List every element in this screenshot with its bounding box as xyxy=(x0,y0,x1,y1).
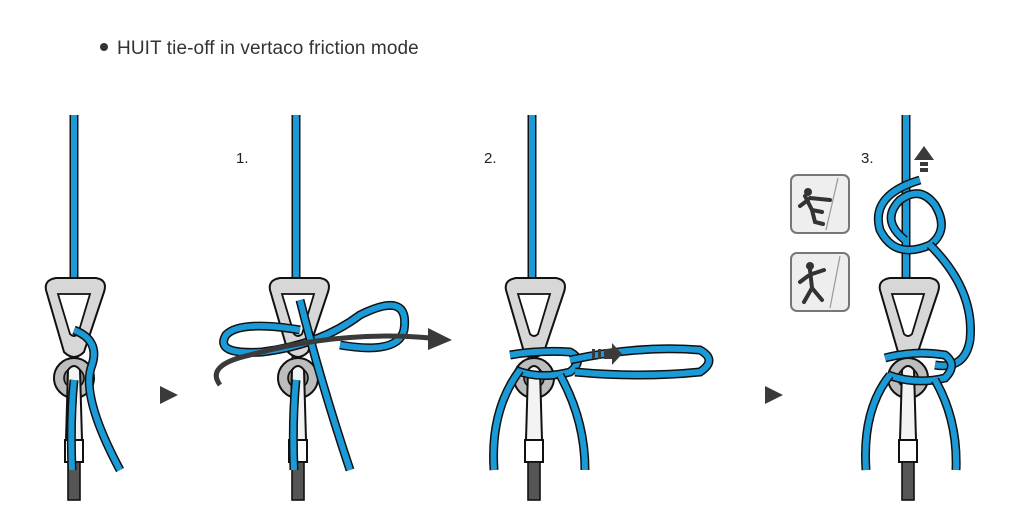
bullet-icon xyxy=(100,42,108,51)
pass-through-arrow-icon xyxy=(213,333,431,387)
panel-step-2 xyxy=(489,115,714,501)
climber-standing-icon xyxy=(790,252,850,312)
push-arrow-icon xyxy=(592,343,622,365)
step-label-3: 3. xyxy=(861,150,874,167)
next-step-arrow-icon xyxy=(765,386,783,404)
title-text: HUIT tie-off in vertaco friction mode xyxy=(117,38,419,59)
panel-step-3 xyxy=(861,115,975,501)
climber-hanging-icon xyxy=(790,174,850,234)
panel-step-1 xyxy=(213,115,452,501)
panel-start xyxy=(44,115,124,501)
step-label-1: 1. xyxy=(236,150,249,167)
pull-arrow-icon xyxy=(914,146,934,172)
step-label-2: 2. xyxy=(484,150,497,167)
diagram-title: HUIT tie-off in vertaco friction mode xyxy=(100,38,419,60)
next-step-arrow-icon xyxy=(160,386,178,404)
